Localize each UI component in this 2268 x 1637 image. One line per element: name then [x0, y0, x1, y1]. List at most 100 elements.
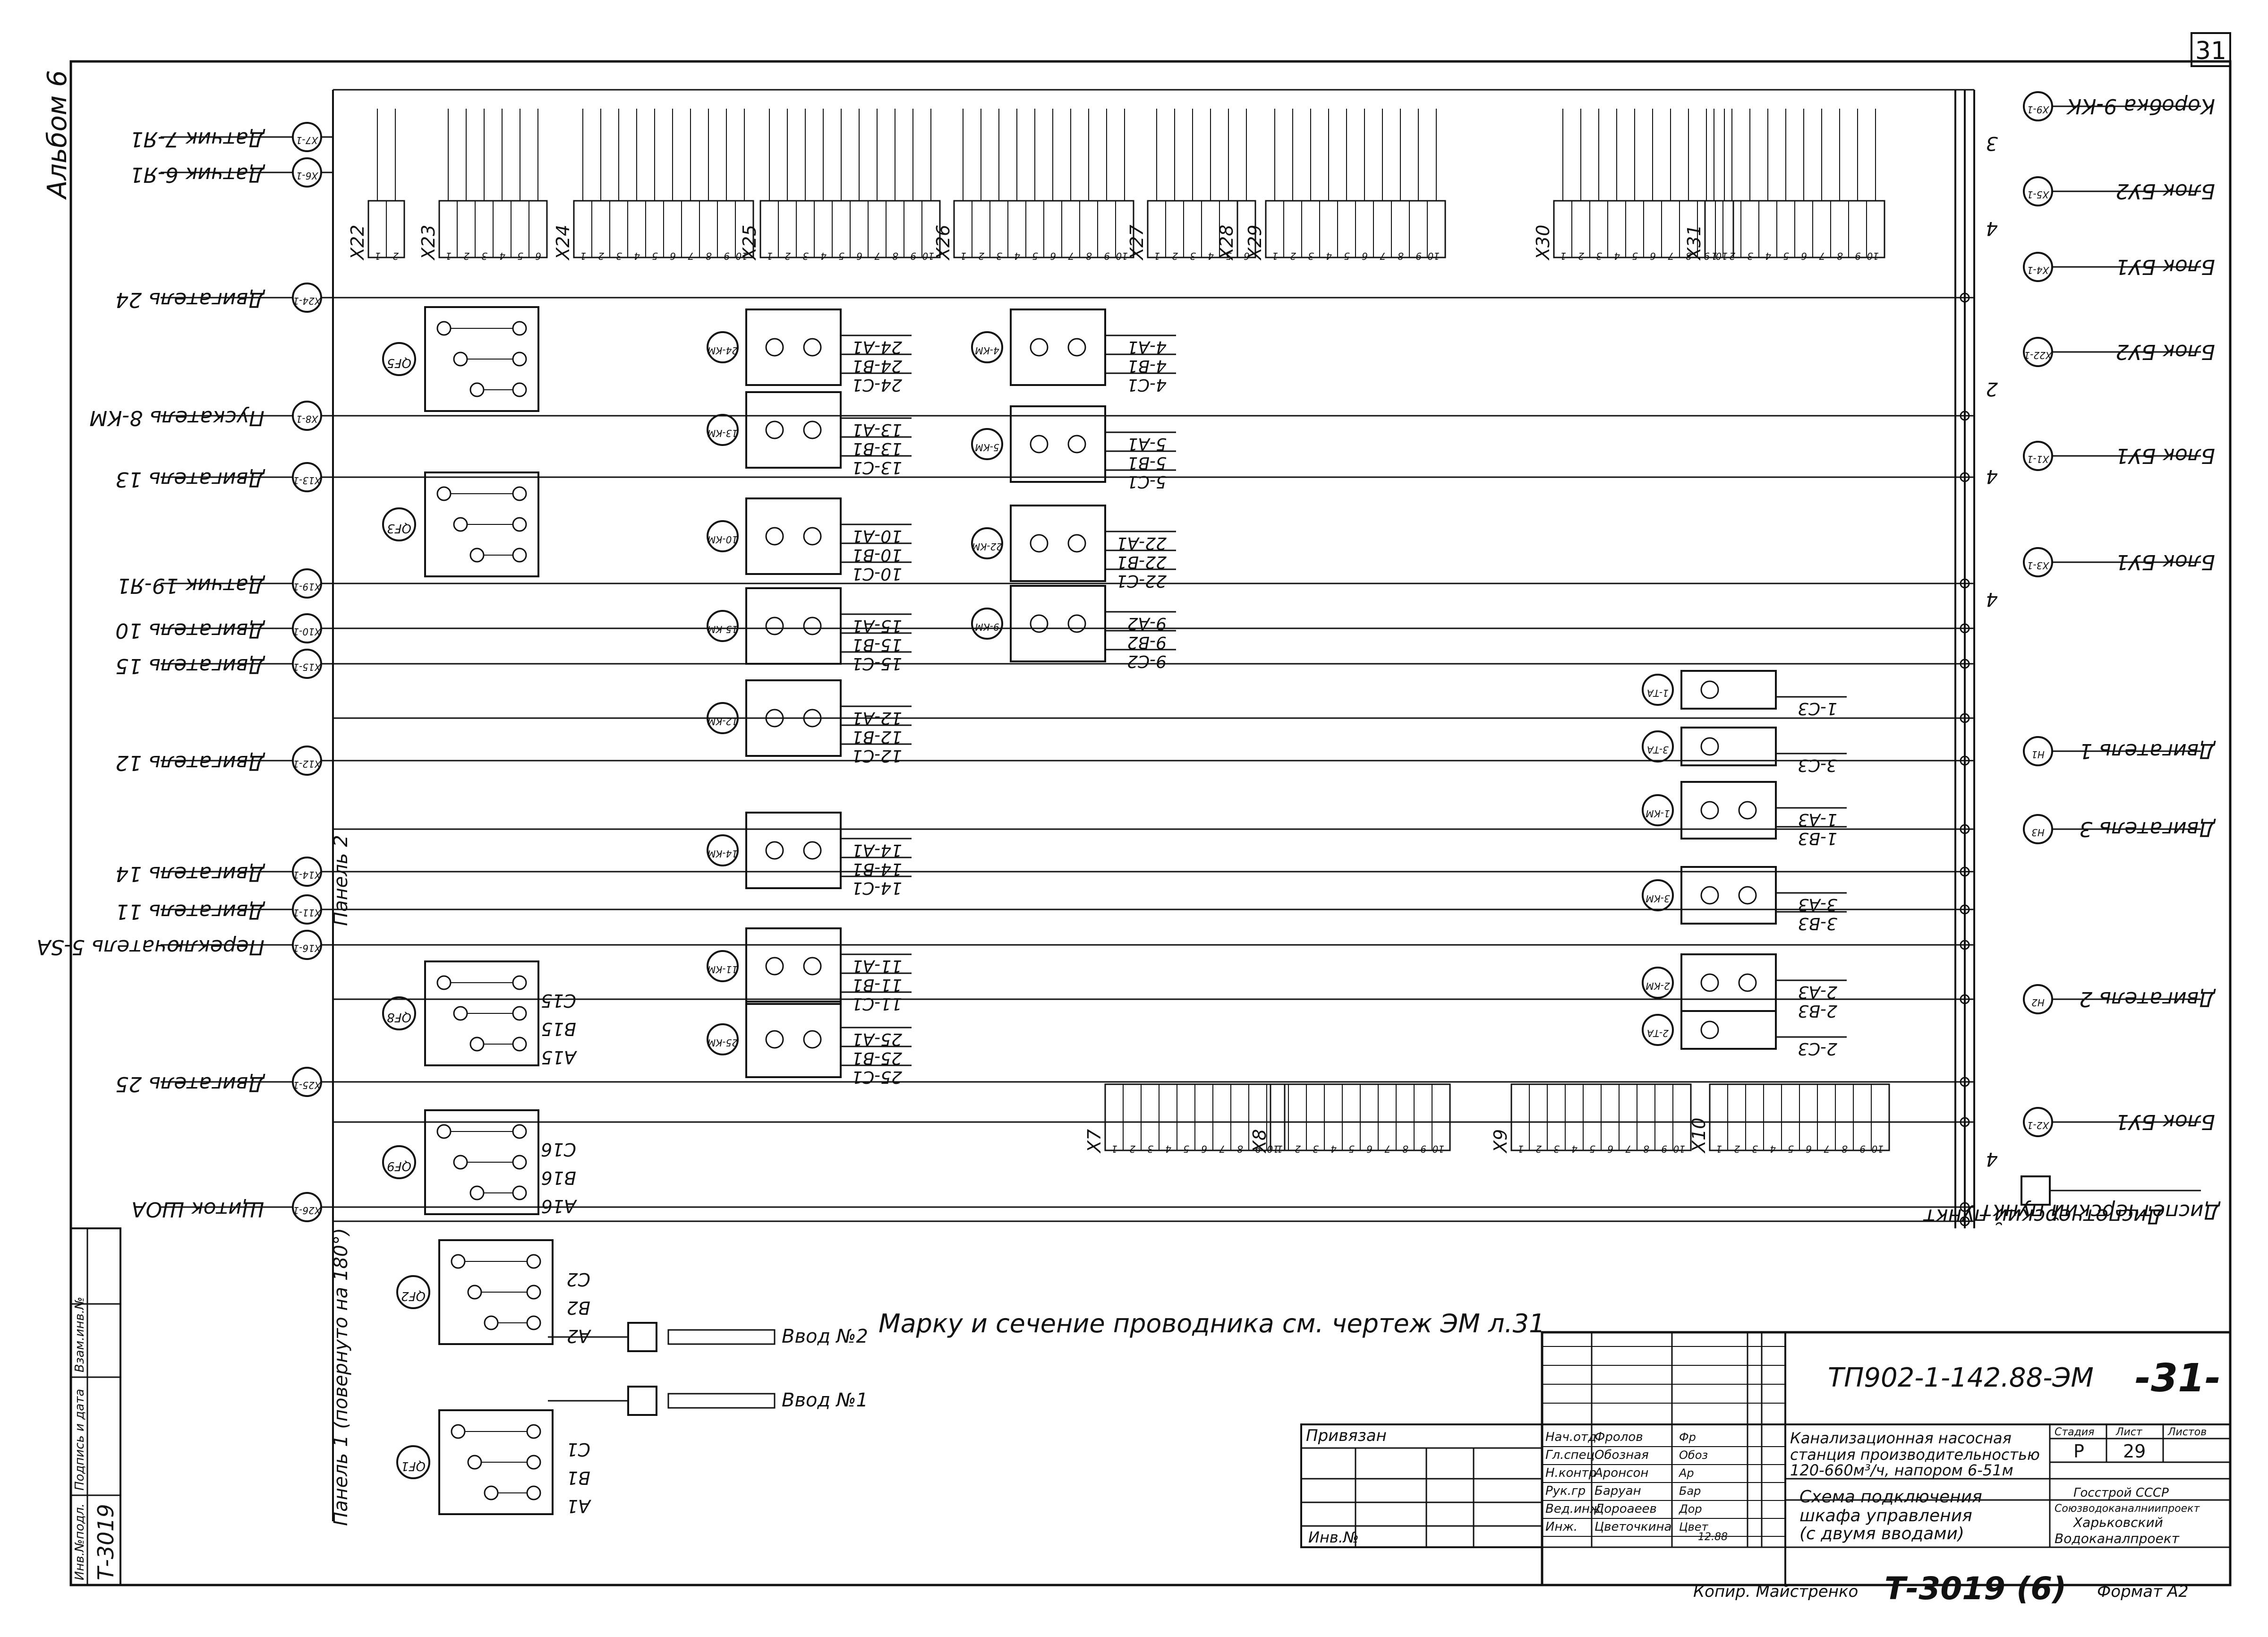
contactor-label: 1-С3 — [1798, 699, 1837, 718]
role-sign: Ар — [1678, 1466, 1694, 1480]
left-device-label: Двигатель 14 — [115, 862, 265, 886]
contactor-label: 15-А1 — [852, 616, 902, 635]
terminal-circle-label: Х26-1 — [293, 1205, 321, 1216]
wire-count: 4 — [1986, 1148, 1998, 1170]
contactor-label: 13-А1 — [852, 420, 902, 439]
terminal-number: 4 — [1014, 250, 1020, 262]
dispatcher-label: Диспетчерский пункт — [1923, 1204, 2164, 1228]
terminal-block: Х28 — [1216, 109, 1256, 261]
terminal-block-id: Х8 — [1249, 1129, 1270, 1154]
terminal-number: 3 — [481, 250, 487, 262]
left-device-label: Датчик 19-Я1 — [117, 574, 265, 598]
terminal-number: 2 — [1129, 1143, 1135, 1155]
terminal-number: 2 — [978, 250, 984, 262]
svg-text:Водоканалпроект: Водоканалпроект — [2055, 1531, 2180, 1546]
terminal-number: 8 — [1842, 1143, 1848, 1155]
contactor-label: 11-С1 — [852, 994, 902, 1013]
terminal-number: 10 — [1673, 1143, 1685, 1155]
terminal-block-id: Х28 — [1216, 225, 1237, 261]
terminal-circle-label: Х9-1 — [2027, 104, 2049, 115]
dispatcher-terminal — [2021, 1175, 2051, 1206]
role-name: Обозная — [1594, 1448, 1649, 1462]
terminal-block-id: Х24 — [553, 225, 573, 261]
contactor-label: 4-В1 — [1127, 356, 1167, 376]
svg-text:Лист: Лист — [2115, 1426, 2143, 1438]
junction — [1960, 1202, 1970, 1212]
contactor-label: 13-С1 — [852, 458, 902, 477]
terminal-circle-label: Х6-1 — [296, 170, 318, 181]
contactor-label: 14-С1 — [852, 878, 902, 898]
terminal-block-id: Х27 — [1126, 225, 1147, 261]
junction — [1960, 866, 1970, 877]
terminal-circle-label: Х25-1 — [293, 1080, 321, 1091]
breaker-label: А2 — [567, 1326, 592, 1346]
terminal-block-id: Х7 — [1084, 1129, 1105, 1154]
input1-terminal — [627, 1386, 657, 1416]
contactor: 5-КМ5-С15-В15-А1 — [971, 405, 1176, 491]
terminal-number: 6 — [1366, 1143, 1373, 1155]
terminal-number: 8 — [706, 250, 712, 262]
terminal-number: 4 — [1330, 1143, 1337, 1155]
terminal-number: 5 — [1226, 250, 1232, 262]
terminal-number: 1 — [580, 250, 586, 262]
contactor-label: 24-А1 — [852, 337, 902, 357]
contactor-label: 14-А1 — [852, 840, 902, 860]
svg-text:(с двумя вводами): (с двумя вводами) — [1799, 1524, 1964, 1543]
svg-text:станция производительностью: станция производительностью — [1790, 1446, 2040, 1464]
breaker-label: С16 — [541, 1139, 576, 1160]
terminal-number: 4 — [820, 250, 827, 262]
contactor: 9-КМ9-С29-В29-А2 — [971, 585, 1176, 671]
junction — [1960, 994, 1970, 1004]
panel2-label: Панель 2 — [330, 835, 352, 926]
role-name: Цветочкина — [1594, 1520, 1671, 1534]
contactor-label: 11-В1 — [852, 975, 902, 994]
wire-count: 2 — [1986, 378, 1998, 400]
terminal-number: 7 — [688, 250, 694, 262]
terminal-number: 6 — [535, 250, 541, 262]
breaker-id: QF8 — [387, 1010, 411, 1024]
junction — [1960, 713, 1970, 723]
terminal-number: 8 — [1402, 1143, 1408, 1155]
breaker-label: В15 — [541, 1019, 576, 1039]
terminal-circle-label: Х14-1 — [293, 869, 321, 881]
role-sign: Дор — [1679, 1502, 1702, 1516]
terminal-number: 1 — [1560, 250, 1566, 262]
terminal-number: 1 — [1111, 1143, 1117, 1155]
breaker-label: А1 — [567, 1496, 592, 1517]
terminal-number: 1 — [1716, 1143, 1722, 1155]
contactor-label: 13-В1 — [852, 439, 902, 458]
contactor-id: 1-КМ — [1646, 808, 1670, 819]
terminal-number: 2 — [463, 250, 469, 262]
breaker-label: В16 — [541, 1167, 576, 1188]
left-device-label: Двигатель 15 — [115, 654, 265, 678]
terminal-number: 5 — [1183, 1143, 1189, 1155]
terminal-block-id: Х10 — [1688, 1118, 1709, 1154]
terminal-number: 8 — [1086, 250, 1092, 262]
terminal-number: 7 — [874, 250, 880, 262]
junction — [1960, 824, 1970, 834]
terminal-number: 8 — [1237, 1143, 1243, 1155]
terminal-number: 6 — [1244, 250, 1250, 262]
junction — [1960, 755, 1970, 766]
terminal-block-id: Х25 — [739, 225, 760, 261]
terminal-number: 7 — [1380, 250, 1386, 262]
contactor-label: 2-А3 — [1798, 982, 1837, 1002]
terminal-circle-label: Х24-1 — [293, 295, 321, 307]
svg-text:Канализационная насосная: Канализационная насосная — [1790, 1429, 2012, 1447]
contactor-label: 4-А1 — [1127, 337, 1167, 357]
terminal-block-id: Х26 — [933, 225, 954, 261]
contactor: 3-ТА3-С3 — [1642, 727, 1847, 775]
wire-count: 4 — [1986, 465, 1998, 487]
role-name: Фролов — [1594, 1430, 1643, 1444]
